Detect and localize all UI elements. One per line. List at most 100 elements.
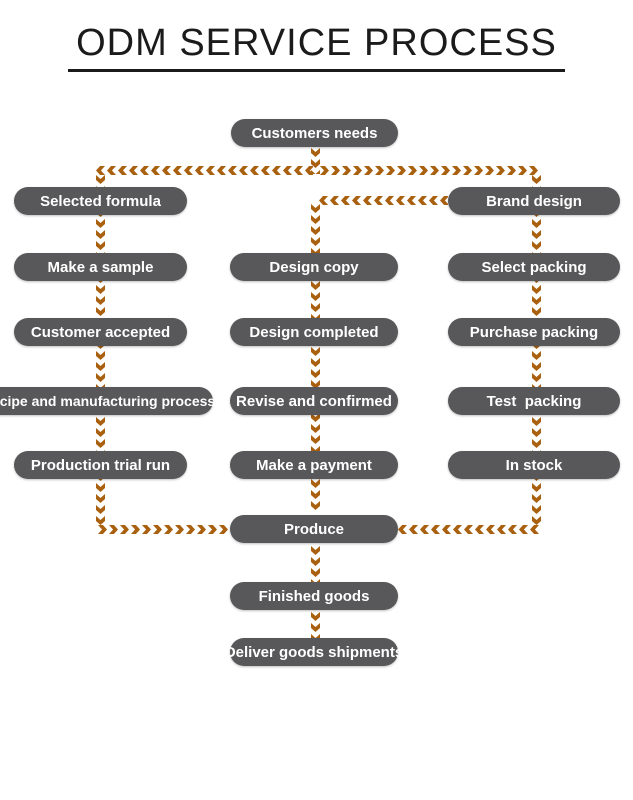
chevron-arrow-glyph xyxy=(532,439,541,448)
arrow-customers-down xyxy=(311,148,320,174)
chevron-arrow-glyph xyxy=(305,166,313,175)
node-label: Make a sample xyxy=(47,258,154,276)
chevron-arrow-glyph xyxy=(398,525,407,534)
node-label: Deliver goods shipments xyxy=(224,643,404,661)
chevron-arrow-glyph xyxy=(96,439,105,448)
chevron-arrow-glyph xyxy=(228,166,237,175)
chevron-arrow-glyph xyxy=(532,351,541,360)
chevron-arrow-glyph xyxy=(96,362,105,371)
chevron-arrow-glyph xyxy=(261,166,270,175)
node-revise-and-confirmed: Revise and confirmed xyxy=(230,387,398,415)
chevron-arrow-glyph xyxy=(397,166,406,175)
chevron-arrow-glyph xyxy=(164,525,173,534)
chevron-arrow-glyph xyxy=(530,525,539,534)
chevron-arrow-glyph xyxy=(311,380,320,389)
chevron-arrow-glyph xyxy=(311,204,320,213)
chevron-arrow-glyph xyxy=(311,358,320,367)
chevron-arrow-glyph xyxy=(311,292,320,301)
chevron-arrow-glyph xyxy=(464,525,473,534)
chevron-arrow-glyph xyxy=(532,505,541,514)
chevron-arrow-glyph xyxy=(474,166,483,175)
arrow-merge-left xyxy=(98,525,230,534)
chevron-arrow-glyph xyxy=(532,494,541,503)
chevron-arrow-glyph xyxy=(184,166,193,175)
chevron-arrow-glyph xyxy=(409,525,418,534)
node-label: Make a payment xyxy=(256,456,372,474)
chevron-arrow-glyph xyxy=(532,307,541,316)
chevron-arrow-glyph xyxy=(532,285,541,294)
chevron-arrow-glyph xyxy=(140,166,149,175)
node-label: Purchase packing xyxy=(469,323,599,341)
chevron-arrow-glyph xyxy=(375,166,384,175)
chevron-arrow-glyph xyxy=(162,166,171,175)
chevron-arrow-glyph xyxy=(508,525,517,534)
chevron-arrow-glyph xyxy=(294,166,303,175)
chevron-arrow-glyph xyxy=(532,175,541,184)
node-select-packing: Select packing xyxy=(448,253,620,281)
chevron-arrow-glyph xyxy=(385,196,394,205)
chevron-arrow-glyph xyxy=(311,546,320,555)
chevron-arrow-glyph xyxy=(507,166,516,175)
node-brand-design: Brand design xyxy=(448,187,620,215)
chevron-arrow-glyph xyxy=(311,159,320,168)
chevron-arrow-glyph xyxy=(519,525,528,534)
chevron-arrow-glyph xyxy=(96,296,105,305)
chevron-arrow-glyph xyxy=(96,483,105,492)
arrow-split-left xyxy=(96,166,313,175)
chevron-arrow-glyph xyxy=(353,166,362,175)
chevron-arrow-glyph xyxy=(98,525,107,534)
chevron-arrow-glyph xyxy=(96,417,105,426)
chevron-arrow-glyph xyxy=(418,196,427,205)
chevron-arrow-glyph xyxy=(364,166,373,175)
chevron-arrow-glyph xyxy=(131,525,140,534)
chevron-arrow-glyph xyxy=(429,196,438,205)
arrow-brand-to-design xyxy=(319,196,448,205)
chevron-arrow-glyph xyxy=(250,166,259,175)
chevron-arrow-glyph xyxy=(532,483,541,492)
chevron-arrow-glyph xyxy=(96,166,105,175)
chevron-arrow-glyph xyxy=(532,373,541,382)
chevron-arrow-glyph xyxy=(153,525,162,534)
chevron-arrow-glyph xyxy=(96,494,105,503)
chevron-arrow-glyph xyxy=(311,237,320,246)
chevron-arrow-glyph xyxy=(475,525,484,534)
chevron-arrow-glyph xyxy=(96,351,105,360)
chevron-arrow-glyph xyxy=(497,525,506,534)
chevron-arrow-glyph xyxy=(330,196,339,205)
chevron-arrow-glyph xyxy=(219,525,228,534)
chevron-arrow-glyph xyxy=(341,196,350,205)
chevron-arrow-glyph xyxy=(452,166,461,175)
chevron-arrow-glyph xyxy=(407,196,416,205)
chevron-arrow-glyph xyxy=(453,525,462,534)
chevron-arrow-glyph xyxy=(217,166,226,175)
chevron-arrow-glyph xyxy=(311,557,320,566)
node-design-copy: Design copy xyxy=(230,253,398,281)
chevron-arrow-glyph xyxy=(463,166,472,175)
chevron-arrow-glyph xyxy=(96,175,105,184)
chevron-arrow-glyph xyxy=(331,166,340,175)
chevron-arrow-glyph xyxy=(272,166,281,175)
chevron-arrow-glyph xyxy=(120,525,129,534)
chevron-arrow-glyph xyxy=(311,446,320,455)
chevron-arrow-glyph xyxy=(96,428,105,437)
chevron-arrow-glyph xyxy=(311,479,320,488)
node-label: Design copy xyxy=(269,258,359,276)
chevron-arrow-glyph xyxy=(311,369,320,378)
node-label: Selected formula xyxy=(40,192,161,210)
chevron-arrow-glyph xyxy=(319,196,328,205)
chevron-arrow-glyph xyxy=(311,148,320,157)
node-label: Test packing xyxy=(486,392,582,410)
chevron-arrow-glyph xyxy=(311,612,320,621)
chevron-arrow-glyph xyxy=(532,230,541,239)
chevron-arrow-glyph xyxy=(396,196,405,205)
chevron-arrow-glyph xyxy=(311,226,320,235)
chevron-arrow-glyph xyxy=(386,166,395,175)
chevron-arrow-glyph xyxy=(96,285,105,294)
chevron-arrow-glyph xyxy=(195,166,204,175)
chevron-arrow-glyph xyxy=(311,435,320,444)
chevron-arrow-glyph xyxy=(311,215,320,224)
node-recipe-and-manufacturing-process: Recipe and manufacturing process xyxy=(0,387,215,415)
chevron-arrow-glyph xyxy=(109,525,118,534)
node-label: Produce xyxy=(283,520,344,538)
